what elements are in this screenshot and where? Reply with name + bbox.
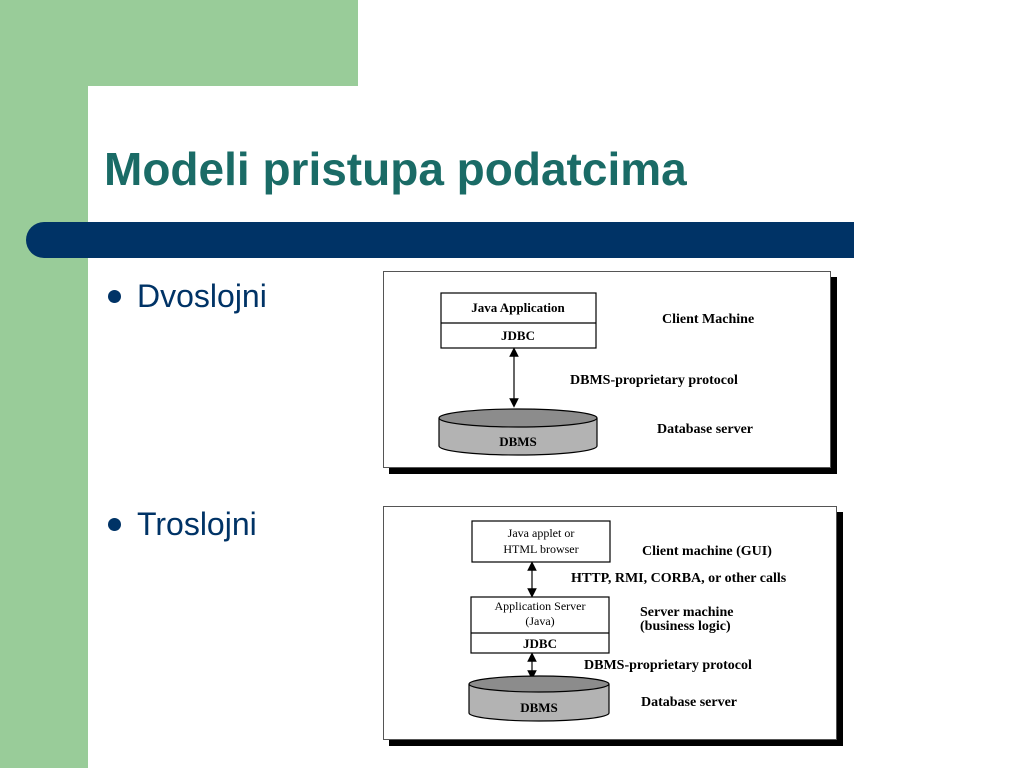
- bullet-three-tier-label: Troslojni: [137, 505, 257, 542]
- protocol-label: DBMS-proprietary protocol: [584, 658, 752, 673]
- applet-line1: Java applet or: [508, 526, 575, 540]
- applet-line2: HTML browser: [503, 542, 578, 556]
- client-machine-label: Client Machine: [662, 312, 754, 327]
- database-server-label: Database server: [657, 422, 753, 437]
- server-machine-label-2: (business logic): [640, 619, 731, 634]
- three-tier-diagram: Java applet or HTML browser Application …: [383, 506, 837, 740]
- bullet-dot-icon: [108, 289, 121, 303]
- server-machine-label-1: Server machine: [640, 605, 733, 620]
- bullet-dot-icon: [108, 517, 121, 531]
- bullet-three-tier: Troslojni: [108, 504, 257, 544]
- left-green-band: [0, 0, 88, 768]
- bullet-two-tier-label: Dvoslojni: [137, 277, 267, 314]
- slide-title: Modeli pristupa podatcima: [104, 143, 687, 195]
- two-tier-diagram: Java Application JDBC DBMS Client Machin…: [383, 271, 831, 468]
- application-server-box: Application Server (Java) JDBC: [470, 596, 610, 654]
- calls-label: HTTP, RMI, CORBA, or other calls: [571, 571, 787, 586]
- appserver-line2: (Java): [525, 614, 554, 628]
- jdbc-label: JDBC: [501, 328, 535, 343]
- java-application-box: Java Application JDBC: [440, 292, 597, 349]
- dbms-cylinder: DBMS: [468, 675, 610, 722]
- database-server-label: Database server: [641, 695, 737, 710]
- top-green-block: [88, 0, 358, 86]
- jdbc-label: JDBC: [523, 636, 557, 651]
- java-applet-box: Java applet or HTML browser: [471, 520, 611, 563]
- bullet-two-tier: Dvoslojni: [108, 276, 267, 316]
- dbms-label: DBMS: [520, 700, 558, 715]
- client-machine-label: Client machine (GUI): [642, 544, 772, 559]
- title-underline-bar: [26, 222, 854, 258]
- dbms-cylinder: DBMS: [438, 408, 598, 456]
- java-application-label: Java Application: [471, 300, 565, 315]
- dbms-label: DBMS: [499, 434, 537, 449]
- protocol-label: DBMS-proprietary protocol: [570, 373, 738, 388]
- appserver-line1: Application Server: [495, 599, 586, 613]
